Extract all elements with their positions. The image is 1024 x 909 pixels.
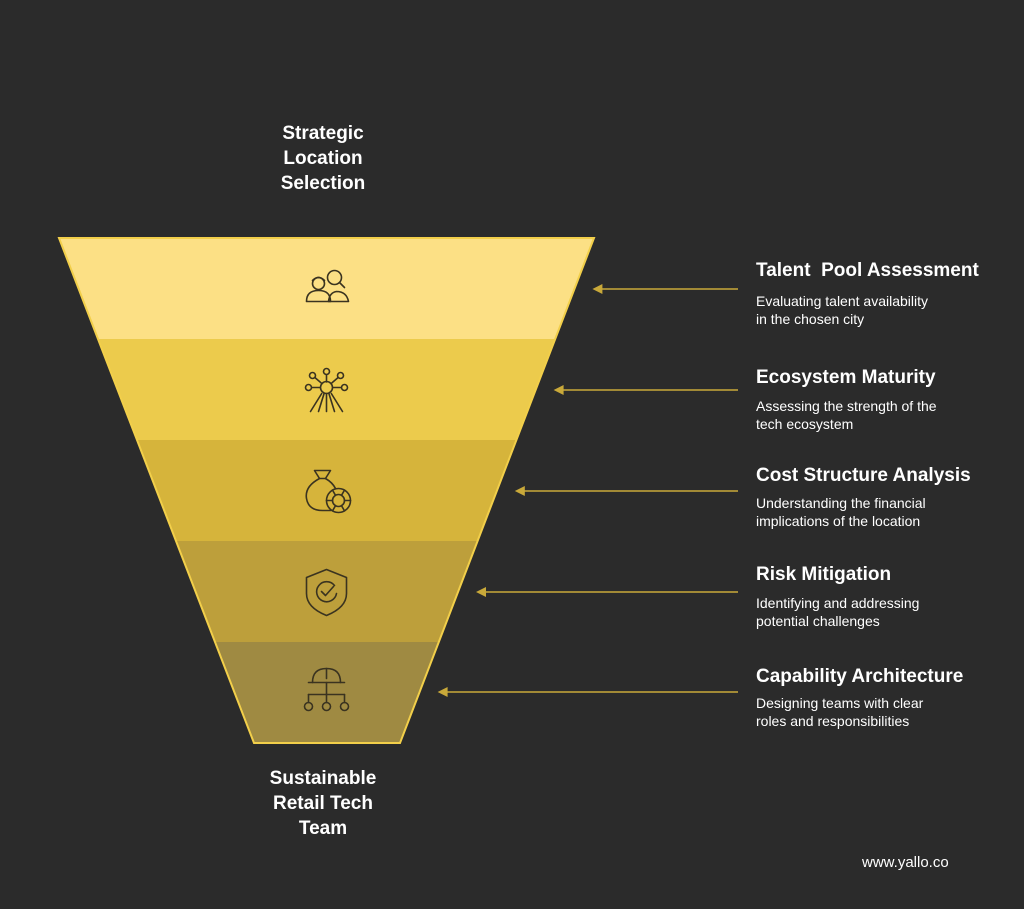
stage-title-capability: Capability Architecture [756, 666, 964, 687]
arrow-head-4 [476, 587, 487, 597]
funnel-band-3 [137, 440, 517, 541]
shield-check-icon [305, 568, 348, 617]
stage-desc-ecosystem: Assessing the strength of the tech ecosy… [756, 398, 937, 432]
stage-title-risk-mitigation: Risk Mitigation [756, 564, 892, 585]
funnel-band-1 [59, 238, 594, 339]
top-label: Strategic Location Selection [280, 123, 366, 194]
funnel-outline [57, 237, 596, 744]
money-bag-coin-icon [305, 469, 352, 514]
stage-desc-risk-mitigation: Identifying and addressing potential cha… [756, 595, 920, 629]
stage-title-cost-structure: Cost Structure Analysis [756, 465, 971, 486]
arrow-head-1 [592, 284, 603, 294]
arrow-head-3 [514, 486, 525, 496]
arrow-head-5 [437, 687, 448, 697]
stage-desc-cost-structure: Understanding the financial implications… [756, 495, 926, 529]
network-ecosystem-icon [304, 367, 349, 413]
funnel-band-4 [176, 541, 478, 642]
footer-website: www.yallo.co [862, 854, 949, 871]
stage-desc-capability: Designing teams with clear roles and res… [756, 695, 924, 729]
stage-title-ecosystem: Ecosystem Maturity [756, 367, 936, 388]
arrow-head-2 [553, 385, 564, 395]
stage-title-talent-pool: Talent Pool Assessment [756, 260, 979, 281]
stage-desc-talent-pool: Evaluating talent availability in the ch… [756, 293, 928, 327]
people-search-icon [305, 269, 350, 303]
funnel-band-2 [98, 339, 556, 440]
bottom-label: Sustainable Retail Tech Team [269, 768, 377, 839]
hardhat-hierarchy-icon [303, 667, 350, 712]
